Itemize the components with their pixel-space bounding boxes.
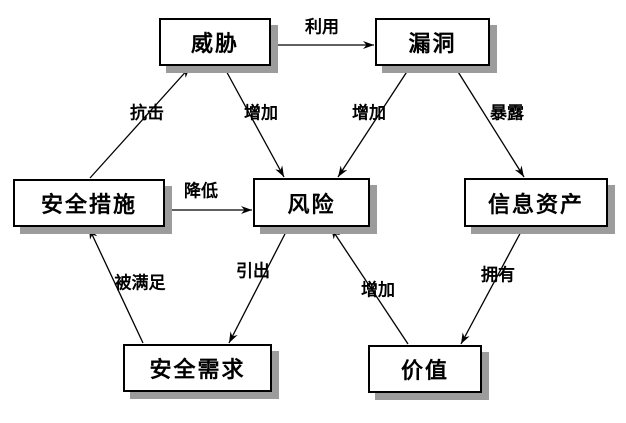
edge-value-increases-risk — [330, 227, 409, 345]
node-security-measures: 安全措施 — [13, 179, 165, 227]
edge-security-measures-resists-threat — [89, 66, 191, 179]
edge-label-security-measures-reduces-risk: 降低 — [184, 181, 218, 202]
edge-label-information-assets-has-value: 拥有 — [481, 265, 515, 286]
edge-vulnerability-exposes-information-assets — [454, 66, 525, 178]
edge-label-value-increases-risk: 增加 — [361, 280, 395, 301]
edge-information-assets-has-value — [460, 227, 524, 345]
edge-label-vulnerability-increases-risk: 增加 — [352, 103, 386, 124]
node-security-requirements: 安全需求 — [123, 344, 272, 392]
edge-label-vulnerability-exposes-information-assets: 暴露 — [490, 103, 524, 124]
edge-threat-increases-risk — [223, 66, 285, 178]
node-information-assets: 信息资产 — [464, 178, 608, 227]
edge-security-requirements-satisfied-by-measures — [88, 227, 144, 344]
edges-group — [88, 41, 525, 345]
edge-label-threat-increases-risk: 增加 — [244, 103, 278, 124]
node-threat: 威胁 — [159, 18, 271, 66]
node-vulnerability: 漏洞 — [375, 18, 490, 66]
edge-label-risk-leads-to-security-requirements: 引出 — [236, 261, 270, 282]
edge-label-threat-exploits-vulnerability: 利用 — [305, 17, 339, 38]
node-value: 价值 — [368, 345, 482, 393]
edge-vulnerability-increases-risk — [337, 66, 411, 178]
edge-label-security-measures-resists-threat: 抗击 — [130, 103, 164, 124]
node-risk: 风险 — [253, 178, 370, 227]
edge-label-security-requirements-satisfied-by-measures: 被满足 — [114, 273, 166, 294]
edge-risk-leads-to-security-requirements — [228, 227, 289, 344]
